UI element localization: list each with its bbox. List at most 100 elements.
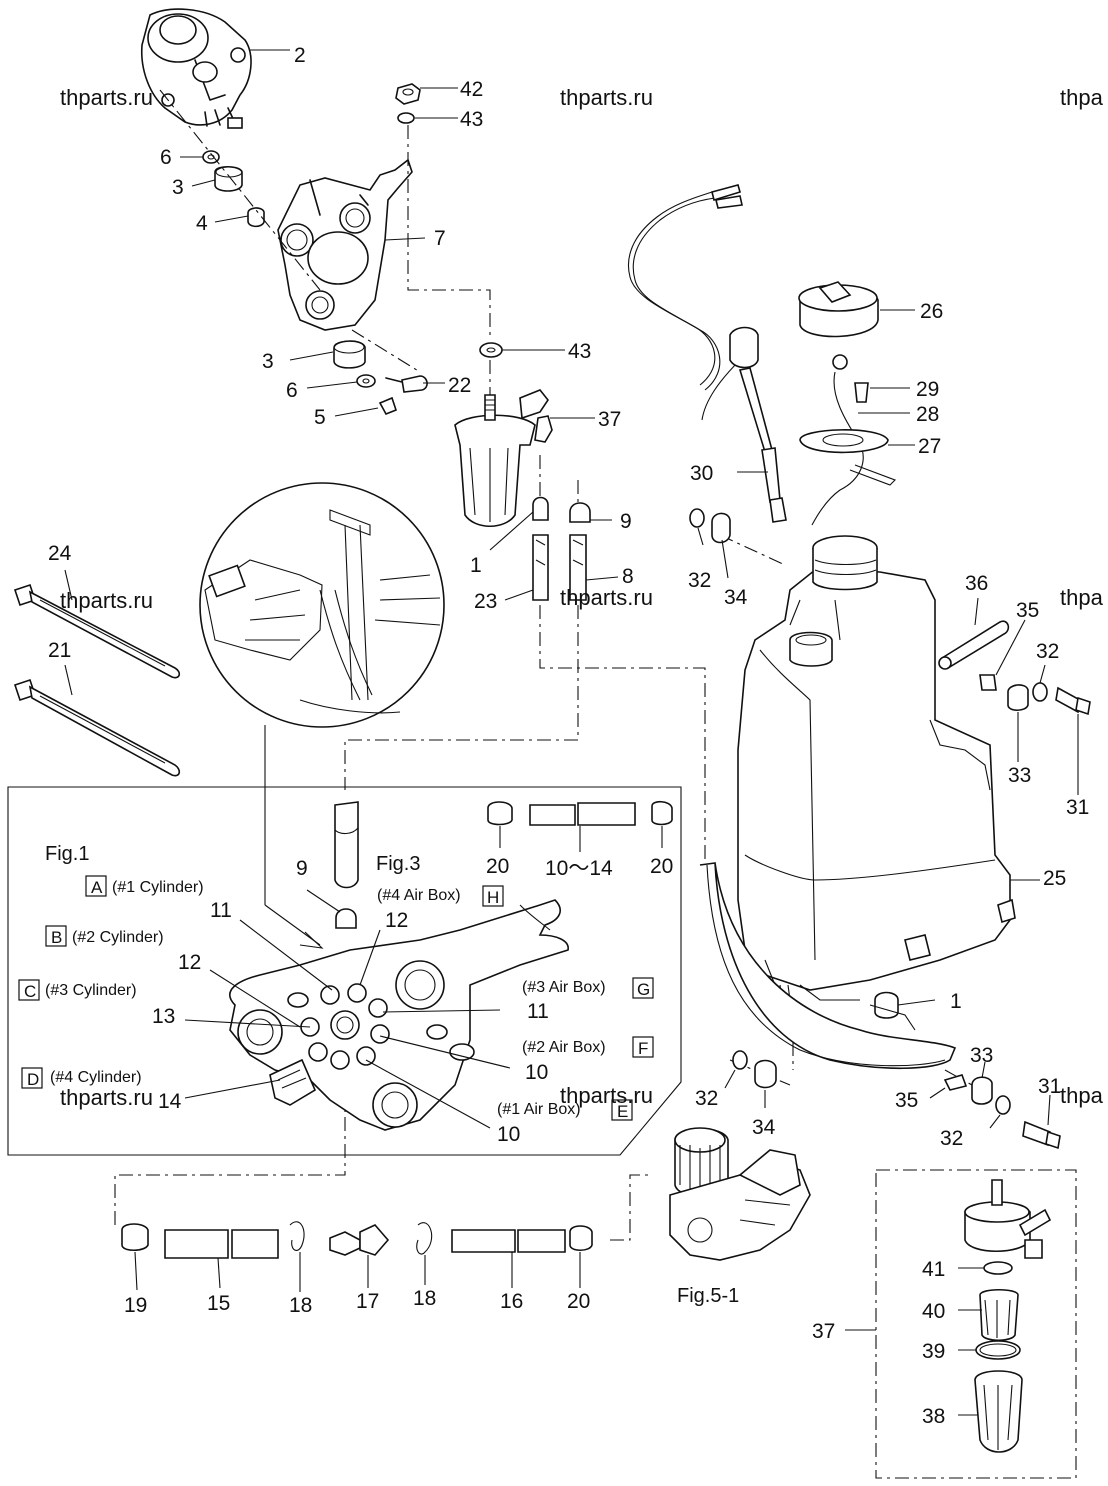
callout-8: 8 [622, 565, 634, 588]
watermark-text: thparts.ru [60, 85, 153, 110]
callout-26: 26 [920, 300, 943, 323]
callout-4: 4 [196, 212, 208, 235]
oil-pump-bracket [277, 158, 413, 331]
callout-22: 22 [448, 374, 471, 397]
callout-38: 38 [922, 1405, 945, 1428]
callout-30: 30 [690, 462, 713, 485]
callout-25: 25 [1043, 867, 1066, 890]
watermark-text: thparts.ru [560, 585, 653, 610]
air-box-key-letter: F [638, 1039, 648, 1058]
callout-40: 40 [922, 1300, 945, 1323]
long-return-hose [699, 862, 957, 1070]
callout-32c: 32 [1036, 640, 1059, 663]
oil-pump-assembly [140, 8, 252, 129]
callout-41: 41 [922, 1258, 945, 1281]
callout-3b: 3 [262, 350, 274, 373]
callout-18: 18 [289, 1294, 312, 1317]
cylinder-key-box [18, 979, 40, 1001]
cylinder-key-letter: D [27, 1070, 39, 1089]
fig3-title: Fig.3 [376, 853, 420, 875]
callout-33b: 33 [970, 1044, 993, 1067]
callout-27: 27 [918, 435, 941, 458]
callout-32b: 32 [695, 1087, 718, 1110]
callout-35: 35 [1016, 599, 1039, 622]
callout-14: 14 [158, 1090, 182, 1113]
callout-10-14: 10～14 [545, 857, 613, 880]
callout-31b: 31 [1038, 1075, 1061, 1098]
air-box-key-letter: H [487, 888, 499, 907]
fig1-fig3-frame [7, 786, 682, 1156]
cylinder-key-letter: B [51, 928, 62, 947]
fig5-1-pump [669, 1127, 811, 1261]
callout-2: 2 [294, 44, 306, 67]
callout-7: 7 [434, 227, 446, 250]
callout-5: 5 [314, 406, 326, 429]
callout-43: 43 [460, 108, 483, 131]
cylinder-key-box [45, 925, 67, 947]
fig3-hose-set [487, 800, 673, 826]
callout-13: 13 [152, 1005, 175, 1028]
watermark-text: thpa [1060, 85, 1104, 110]
cable-ties [13, 583, 181, 777]
air-box-key-label: (#2 Air Box) [522, 1039, 606, 1056]
fuel-filter-exploded-box [875, 1169, 1077, 1479]
fig5-1-title: Fig.5-1 [677, 1285, 739, 1307]
grommets-and-washers [202, 150, 428, 416]
tank-mounting-hardware [689, 508, 1091, 1150]
callout-31: 31 [1066, 796, 1089, 819]
callout-35b: 35 [895, 1089, 918, 1112]
fuel-filter-assembly [454, 389, 553, 527]
callout-1: 1 [470, 554, 482, 577]
watermark-text: thpa [1060, 1083, 1104, 1108]
air-box-key-box [482, 885, 504, 907]
callout-36: 36 [965, 572, 988, 595]
callout-37: 37 [598, 408, 621, 431]
short-hoses-and-clamps [532, 496, 591, 601]
callout-20: 20 [486, 855, 509, 878]
callout-10: 10 [525, 1061, 548, 1084]
fig3-air-box-legend: (#4 Air Box) H (#3 Air Box) G (#2 Air Bo… [377, 885, 654, 1121]
callout-1b: 1 [950, 990, 962, 1013]
tank-cap-assembly [798, 281, 896, 526]
callout-18b: 18 [413, 1287, 436, 1310]
air-box-key-label: (#4 Air Box) [377, 887, 461, 904]
callout-9b: 9 [296, 857, 308, 880]
callout-20b: 20 [650, 855, 673, 878]
callout-34: 34 [724, 586, 748, 609]
bottom-hose-train [121, 1221, 593, 1259]
callout-10b: 10 [497, 1123, 520, 1146]
callout-32: 32 [688, 569, 711, 592]
watermarks: thparts.ru thparts.ru thpa thparts.ru th… [60, 85, 1104, 1110]
callout-12: 12 [385, 909, 408, 932]
callout-15: 15 [207, 1292, 230, 1315]
air-box-key-letter: E [617, 1102, 628, 1121]
callout-6: 6 [160, 146, 172, 169]
callout-12b: 12 [178, 951, 201, 974]
oil-tank [737, 535, 1016, 1001]
watermark-text: thparts.ru [560, 85, 653, 110]
callout-32d: 32 [940, 1127, 963, 1150]
watermark-text: thparts.ru [60, 588, 153, 613]
callout-43b: 43 [568, 340, 591, 363]
oil-level-sensor-cable [627, 184, 787, 523]
cylinder-key-box [85, 875, 107, 897]
fig1-distribution-plate [229, 899, 569, 1131]
watermark-text: thparts.ru [560, 1083, 653, 1108]
callout-17: 17 [356, 1290, 379, 1313]
cylinder-key-box [21, 1067, 43, 1089]
watermark-text: thparts.ru [60, 1085, 153, 1110]
callout-16: 16 [500, 1290, 523, 1313]
cylinder-key-letter: C [24, 982, 36, 1001]
detail-inset-circle [199, 482, 445, 949]
callout-34b: 34 [752, 1116, 776, 1139]
air-box-key-box [632, 1036, 654, 1058]
callout-24: 24 [48, 542, 72, 565]
callout-19: 19 [124, 1294, 147, 1317]
callout-23: 23 [474, 590, 497, 613]
callout-42: 42 [460, 78, 483, 101]
cylinder-key-label: (#2 Cylinder) [72, 929, 164, 946]
watermark-text: thpa [1060, 585, 1104, 610]
callout-29: 29 [916, 378, 939, 401]
callout-33: 33 [1008, 764, 1031, 787]
